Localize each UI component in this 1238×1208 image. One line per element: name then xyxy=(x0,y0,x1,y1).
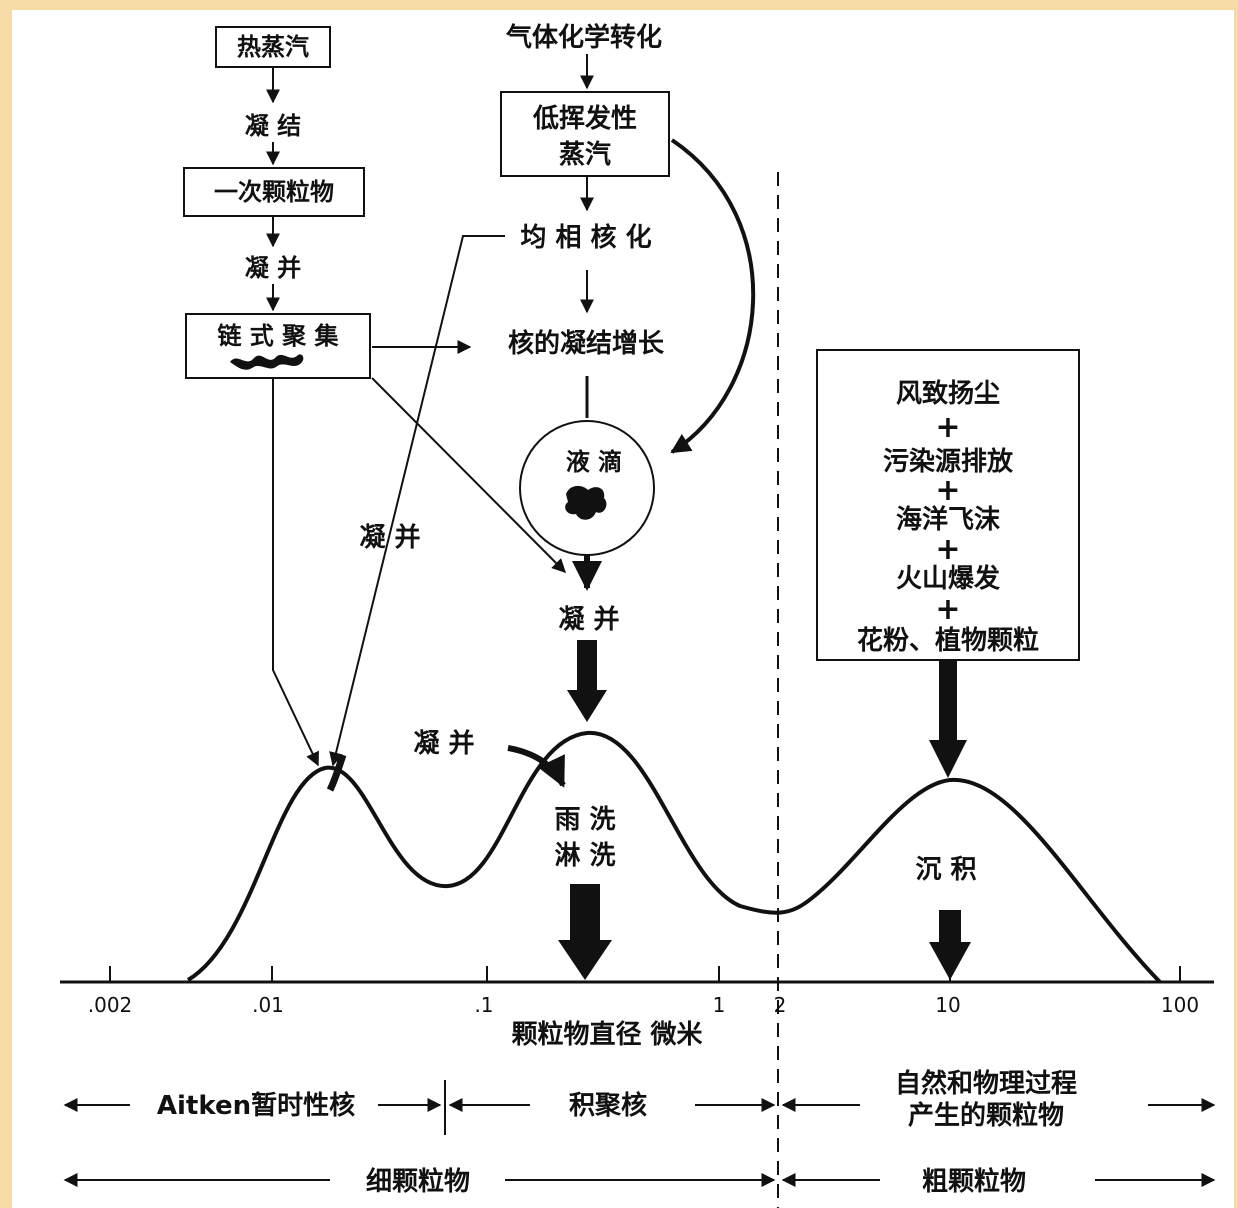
chain-aggregate-label: 链 式 聚 集 xyxy=(217,322,339,350)
plus-sign: + xyxy=(935,473,960,508)
coagulate-left-label: 凝 并 xyxy=(359,522,420,553)
primary-particles-label: 一次颗粒物 xyxy=(214,178,334,206)
accumulation-mode-label: 积聚核 xyxy=(569,1090,647,1121)
nucleus-growth-label: 核的凝结增长 xyxy=(508,328,665,359)
source-pollution-emission: 污染源排放 xyxy=(883,446,1014,477)
arrow-chain-to-aitken-peak xyxy=(272,378,319,767)
source-sea-spray: 海洋飞沫 xyxy=(896,504,1001,535)
arrow-chain-to-droplet xyxy=(371,377,566,573)
coagulate-bottom-label: 凝 并 xyxy=(413,728,474,759)
coarse-particles-label: 粗颗粒物 xyxy=(922,1166,1026,1197)
tick-label: 10 xyxy=(935,993,960,1017)
arrow-nucleation-to-aitken-peak xyxy=(329,235,505,767)
rain-scavenging-label: 淋 洗 xyxy=(554,841,615,871)
tick-label: 2 xyxy=(774,993,787,1017)
particle-size-distribution-diagram: 热蒸汽 凝 结 一次颗粒物 凝 并 链 式 聚 集 气体化学转化 低挥发性 蒸汽… xyxy=(60,22,1216,1208)
tick-label: .1 xyxy=(474,993,493,1017)
plus-sign: + xyxy=(935,410,960,445)
plus-sign: + xyxy=(935,532,960,567)
gas-conversion-label: 气体化学转化 xyxy=(505,22,662,53)
homogeneous-nucleation-label: 均 相 核 化 xyxy=(520,222,651,253)
tick-label: .01 xyxy=(252,993,284,1017)
fine-particles-label: 细颗粒物 xyxy=(366,1166,470,1197)
chain-aggregate-icon xyxy=(230,354,304,370)
natural-process-label-line1: 自然和物理过程 xyxy=(895,1068,1077,1099)
arrow-vapor-to-droplet xyxy=(670,138,756,454)
chain-aggregate-box xyxy=(185,313,371,379)
tick-label: 100 xyxy=(1161,993,1199,1017)
coagulate-stub-mark xyxy=(326,753,347,792)
low-volatility-vapor-line1: 低挥发性 xyxy=(532,103,637,134)
coagulate-center-label: 凝 并 xyxy=(558,604,619,635)
tick-label: 1 xyxy=(713,993,726,1017)
arrow-sedimentation xyxy=(929,910,971,980)
plus-sign: + xyxy=(935,592,960,627)
hot-vapor-label: 热蒸汽 xyxy=(237,33,309,61)
droplet-label: 液 滴 xyxy=(566,448,622,476)
arrow-to-accumulation-peak xyxy=(567,640,607,722)
sedimentation-label: 沉 积 xyxy=(915,855,976,885)
condense-label: 凝 结 xyxy=(245,112,301,140)
low-volatility-vapor-line2: 蒸汽 xyxy=(559,140,611,170)
aitken-nuclei-label: Aitken暂时性核 xyxy=(157,1090,355,1121)
arrow-to-coarse-peak xyxy=(929,660,967,778)
tick-label: .002 xyxy=(88,993,133,1017)
droplet-particle-icon xyxy=(565,485,607,520)
arrow-wet-removal xyxy=(558,884,612,980)
size-distribution-curve xyxy=(186,730,1162,984)
source-pollen-plant: 花粉、植物颗粒 xyxy=(857,625,1039,656)
arrow-coagulate-to-accumulation xyxy=(507,745,566,788)
droplet-circle xyxy=(519,420,655,556)
source-volcano: 火山爆发 xyxy=(896,563,1000,594)
natural-process-label-line2: 产生的颗粒物 xyxy=(908,1100,1064,1131)
coagulate-label-1: 凝 并 xyxy=(245,254,301,282)
rain-washout-label: 雨 洗 xyxy=(554,805,615,835)
diagram-canvas: 热蒸汽 凝 结 一次颗粒物 凝 并 链 式 聚 集 气体化学转化 低挥发性 蒸汽… xyxy=(12,10,1234,1208)
low-volatility-vapor-box xyxy=(500,91,670,177)
source-wind-dust: 风致扬尘 xyxy=(896,378,1000,409)
x-axis-title: 颗粒物直径 微米 xyxy=(511,1019,702,1050)
